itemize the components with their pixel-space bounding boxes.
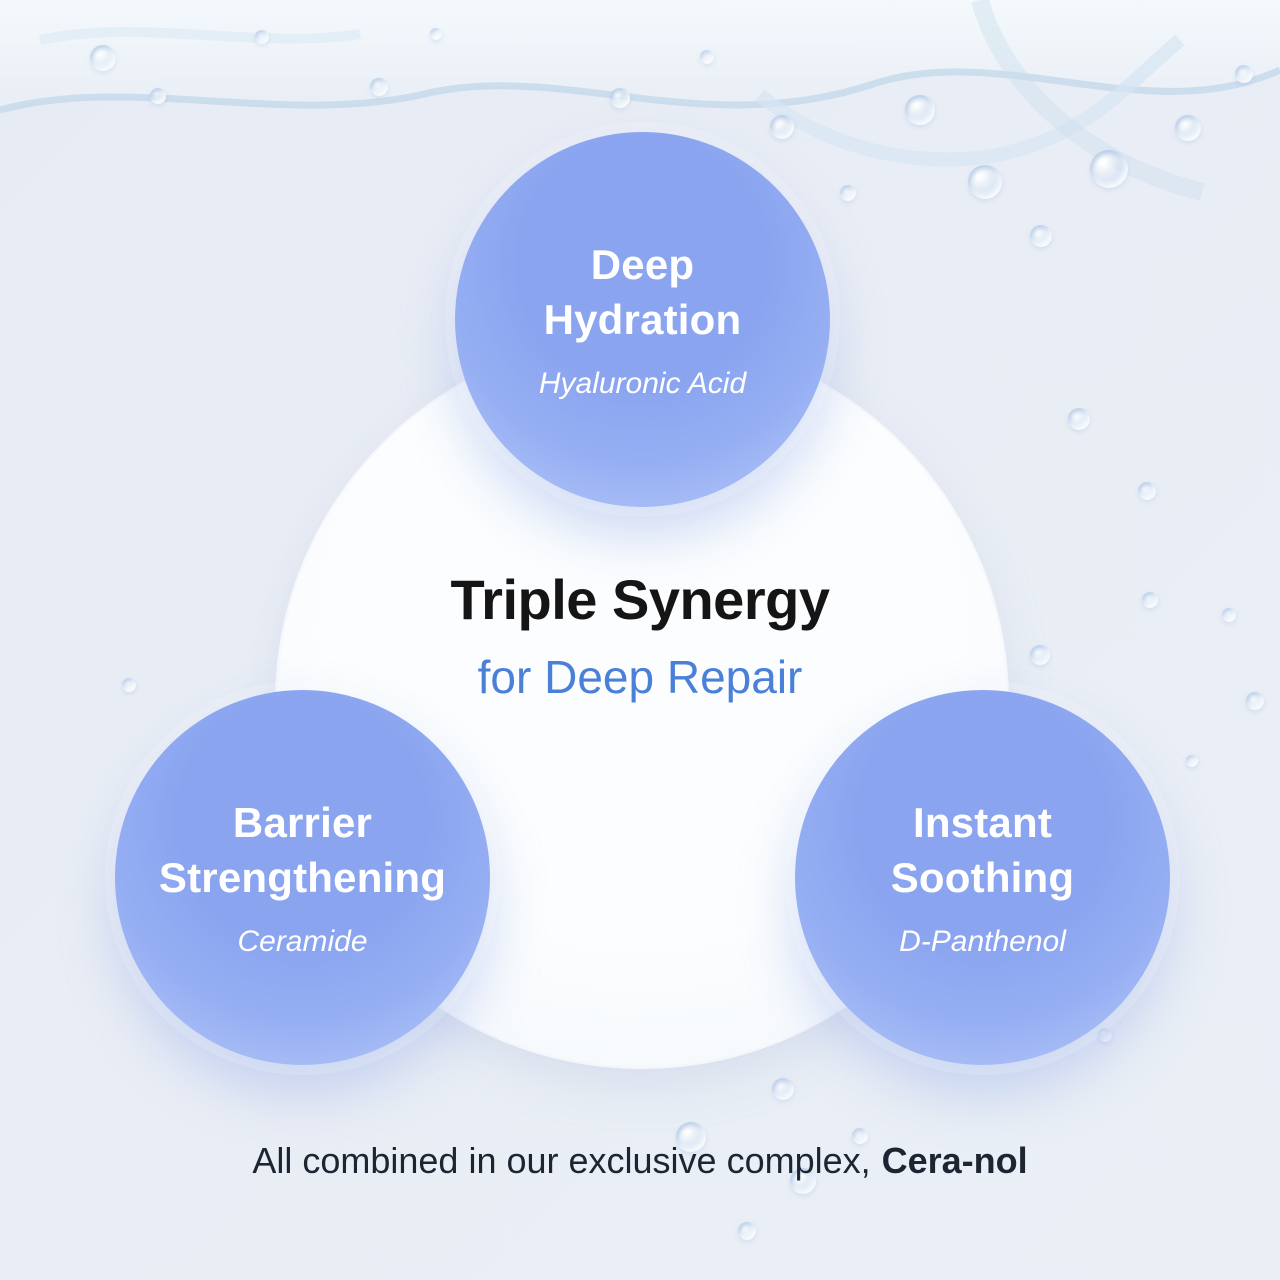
bubble — [1246, 692, 1264, 710]
bubble — [790, 1168, 816, 1194]
node-ingredient: Ceramide — [237, 925, 368, 959]
bubble — [1222, 608, 1236, 622]
bubble — [840, 185, 856, 201]
bubble — [1138, 482, 1156, 500]
bubble — [1030, 645, 1050, 665]
bubble — [1090, 150, 1128, 188]
bubble — [772, 1078, 794, 1100]
node-label-line2: Soothing — [890, 853, 1075, 901]
bubble — [1098, 1028, 1112, 1042]
bubble — [1030, 225, 1052, 247]
bubble — [1235, 65, 1253, 83]
bubble — [968, 165, 1002, 199]
bubble — [700, 50, 714, 64]
bubble — [852, 1128, 868, 1144]
bubble — [676, 1122, 706, 1152]
bubble — [738, 1222, 756, 1240]
node-label-line2: Hydration — [543, 295, 742, 343]
bubble — [370, 78, 388, 96]
bubble — [1142, 592, 1158, 608]
subtitle: for Deep Repair — [477, 651, 803, 703]
node-deep-hydration: Deep Hydration Hyaluronic Acid — [455, 132, 830, 507]
bubble — [905, 95, 935, 125]
bubble — [430, 28, 442, 40]
water-surface-illustration — [0, 0, 1280, 280]
bubble — [1186, 755, 1198, 767]
node-label-line1: Deep — [590, 240, 695, 288]
bubble — [770, 115, 794, 139]
node-barrier-strengthening: Barrier Strengthening Ceramide — [115, 690, 490, 1065]
node-label-line1: Instant — [912, 798, 1053, 846]
node-instant-soothing: Instant Soothing D-Panthenol — [795, 690, 1170, 1065]
node-label-line1: Barrier — [232, 798, 373, 846]
footer-caption: All combined in our exclusive complex,Ce… — [0, 1140, 1280, 1182]
main-title: Triple Synergy — [450, 568, 830, 631]
node-ingredient: Hyaluronic Acid — [538, 367, 747, 401]
bubble — [610, 88, 630, 108]
bubble — [122, 678, 136, 692]
headline-block: Triple Synergy for Deep Repair — [0, 568, 1280, 703]
complex-name: Cera-nol — [881, 1140, 1028, 1181]
bubble — [1175, 115, 1201, 141]
node-ingredient: D-Panthenol — [899, 925, 1066, 959]
water-wave-graphic — [0, 0, 1280, 201]
bubble — [150, 88, 166, 104]
node-label-line2: Strengthening — [158, 853, 447, 901]
bubble — [90, 45, 116, 71]
bubble — [1068, 408, 1090, 430]
footer-lead-text: All combined in our exclusive complex, — [252, 1140, 871, 1181]
bubble — [255, 30, 269, 44]
